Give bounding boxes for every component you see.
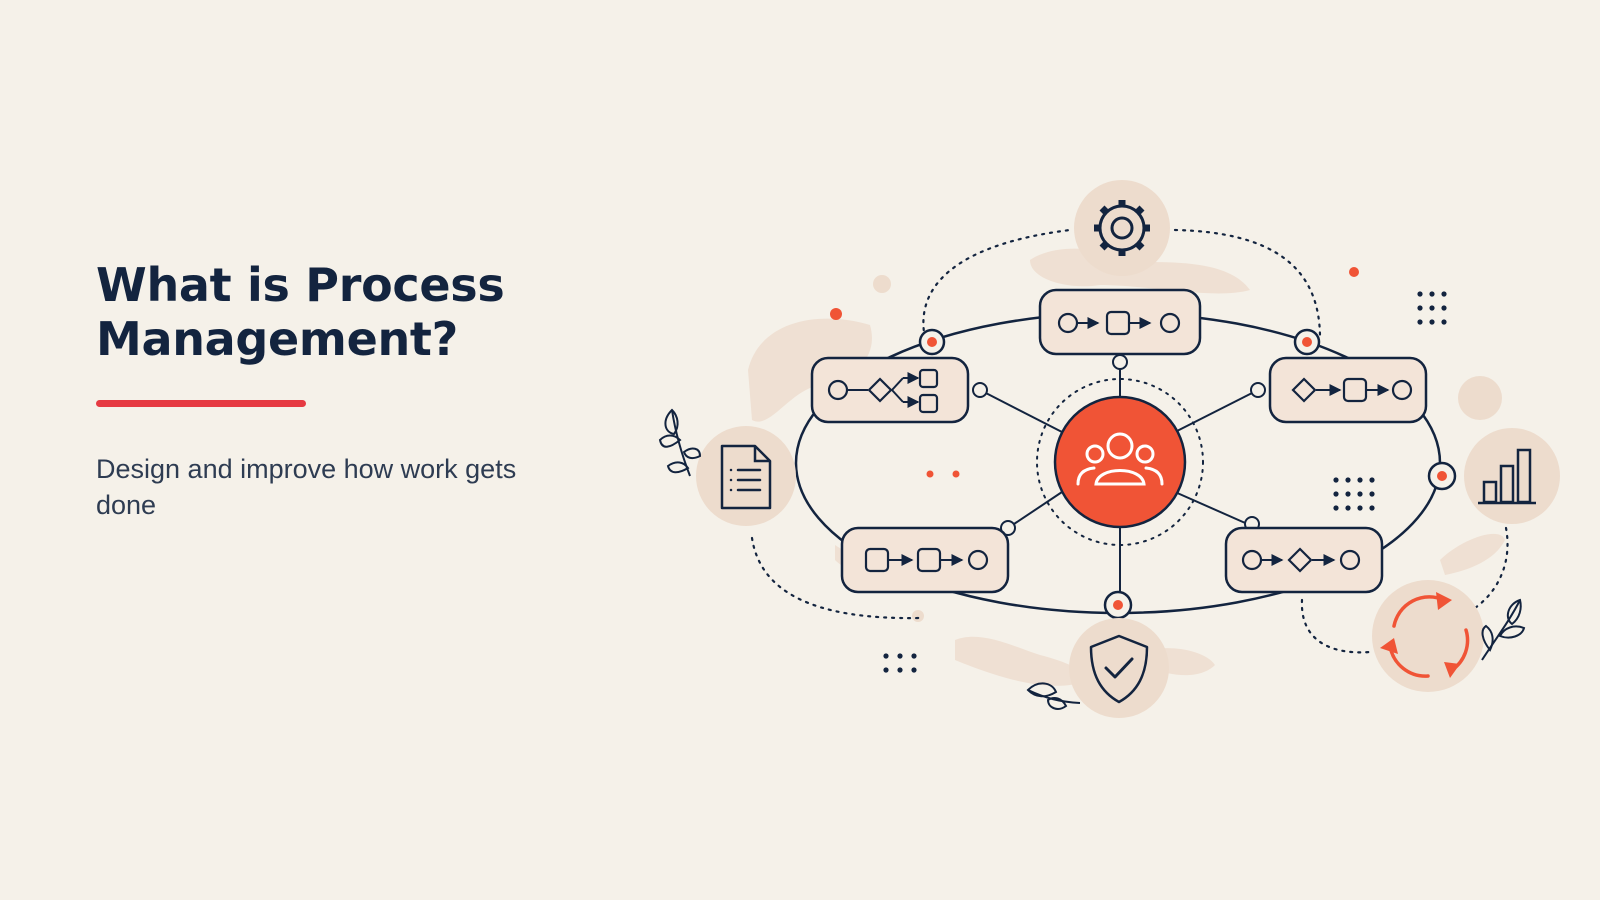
dot-grid-bottom-left — [883, 653, 917, 673]
dotted-connectors — [750, 228, 1509, 654]
slide-title: What is Process Management? — [96, 258, 505, 366]
leaf-sprig-left — [658, 408, 702, 477]
process-card-lower-left — [840, 526, 1010, 594]
hub-circle — [1053, 395, 1187, 529]
accent-dots — [830, 267, 1359, 478]
orbit-nodes — [918, 328, 1457, 620]
leaf-sprig-bottom — [1026, 682, 1081, 710]
document-icon — [696, 426, 796, 526]
slide-text: What is Process Management? Design and i… — [96, 258, 616, 523]
leaf-sprig-right — [1481, 598, 1526, 661]
process-card-top — [1038, 288, 1202, 356]
slide-subtitle: Design and improve how work gets done — [96, 454, 517, 520]
cycle-arrows-icon — [1372, 580, 1484, 692]
process-card-upper-left — [810, 356, 970, 424]
dot-grid-top-right — [1417, 291, 1447, 325]
gear-icon — [1074, 180, 1170, 276]
dot-grid-mid-right — [1333, 477, 1375, 511]
process-card-lower-right — [1224, 526, 1384, 594]
hub-dashed-ring — [1036, 378, 1204, 546]
bar-chart-icon — [1464, 428, 1560, 524]
hub-spokes — [979, 362, 1259, 603]
team-icon — [1076, 432, 1164, 486]
process-card-upper-right — [1268, 356, 1428, 424]
shield-check-icon — [1069, 618, 1169, 718]
title-underline — [96, 400, 306, 407]
